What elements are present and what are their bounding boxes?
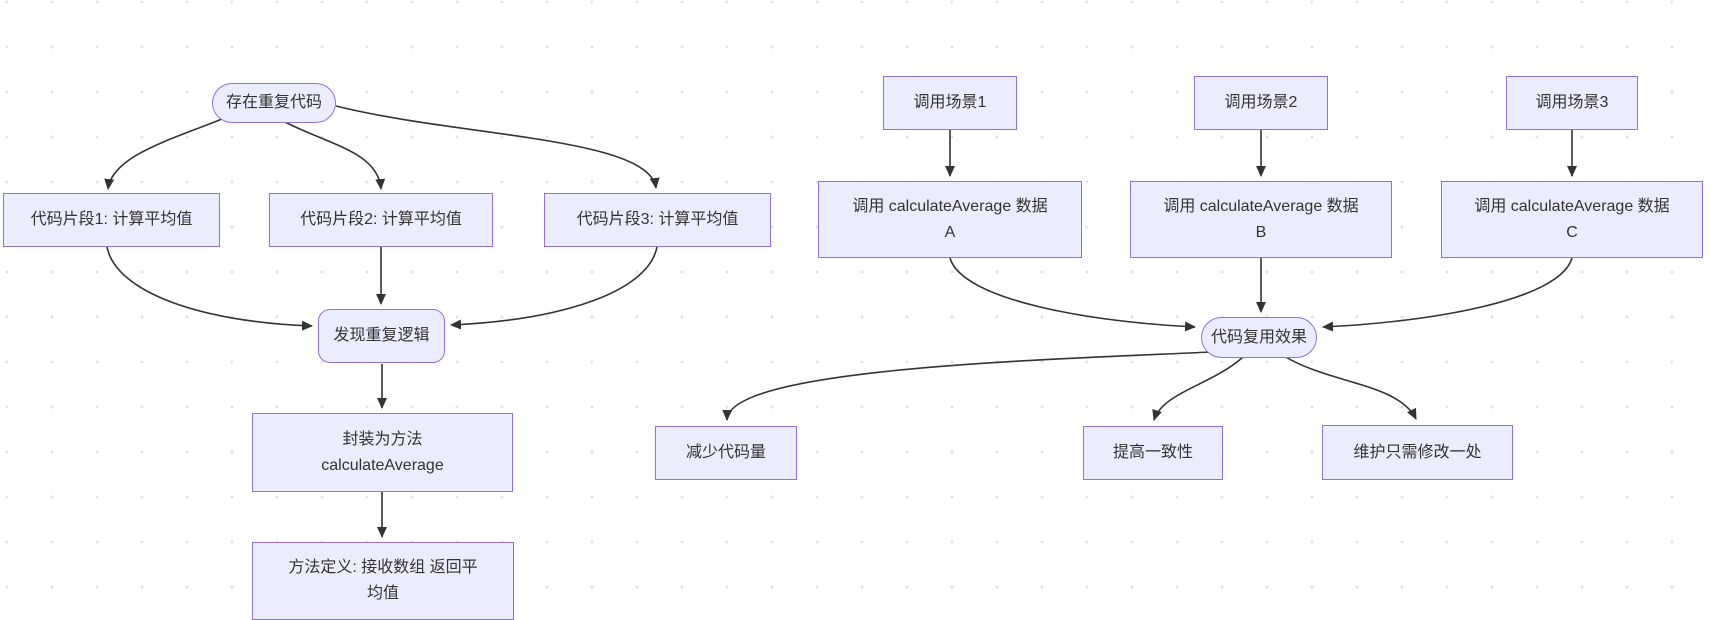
node-start[interactable]: 存在重复代码 [212, 83, 336, 123]
node-encapsulate[interactable]: 封装为方法 calculateAverage [252, 413, 513, 492]
edge-start-snippet2 [284, 121, 386, 190]
node-discover[interactable]: 发现重复逻辑 [318, 309, 445, 363]
node-snippet2[interactable]: 代码片段2: 计算平均值 [269, 193, 493, 247]
node-scene2[interactable]: 调用场景2 [1194, 76, 1328, 130]
node-benefit2[interactable]: 提高一致性 [1083, 426, 1223, 480]
edge-callA-reuse [949, 257, 1196, 332]
edge-reuse-benefit2 [1152, 356, 1244, 421]
edge-start-snippet3 [335, 105, 660, 189]
node-callC[interactable]: 调用 calculateAverage 数据 C [1441, 181, 1703, 258]
node-callB[interactable]: 调用 calculateAverage 数据 B [1130, 181, 1392, 258]
node-benefit1[interactable]: 减少代码量 [655, 426, 797, 480]
node-definition[interactable]: 方法定义: 接收数组 返回平 均值 [252, 542, 514, 620]
edge-reuse-benefit1 [722, 351, 1212, 421]
node-scene3[interactable]: 调用场景3 [1506, 76, 1638, 130]
edge-snippet3-discover [450, 246, 658, 330]
edge-callC-reuse [1322, 257, 1573, 332]
edge-snippet1-discover [106, 246, 313, 331]
node-snippet1[interactable]: 代码片段1: 计算平均值 [3, 193, 220, 247]
node-benefit3[interactable]: 维护只需修改一处 [1322, 425, 1513, 480]
edge-reuse-benefit3 [1283, 355, 1417, 420]
node-scene1[interactable]: 调用场景1 [883, 76, 1017, 130]
edge-start-snippet1 [104, 118, 223, 190]
node-snippet3[interactable]: 代码片段3: 计算平均值 [544, 193, 771, 247]
node-reuse[interactable]: 代码复用效果 [1201, 317, 1317, 358]
node-callA[interactable]: 调用 calculateAverage 数据 A [818, 181, 1082, 258]
